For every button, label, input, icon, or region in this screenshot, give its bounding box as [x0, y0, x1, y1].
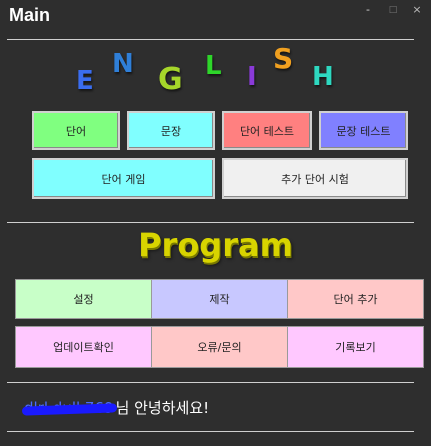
view-history-button-label: 기록보기 — [335, 341, 376, 354]
add-word-button-label: 단어 추가 — [333, 293, 378, 306]
divider-middle — [7, 222, 414, 223]
word-game-button-label: 단어 게임 — [101, 172, 146, 186]
program-title: Program — [138, 226, 293, 264]
sentence-button-label: 문장 — [160, 124, 182, 138]
divider-bottom — [7, 431, 414, 432]
word-test-button[interactable]: 단어 테스트 — [222, 111, 312, 150]
divider-top — [7, 39, 414, 40]
extra-word-test-button-label: 추가 단어 시험 — [281, 172, 349, 186]
settings-button-label: 설정 — [73, 293, 94, 306]
logo-letter-s: S — [273, 42, 294, 75]
window-title: Main — [9, 5, 51, 25]
word-button-label: 단어 — [65, 124, 87, 138]
view-history-button[interactable]: 기록보기 — [287, 326, 424, 368]
add-word-button[interactable]: 단어 추가 — [287, 279, 424, 319]
report-error-button[interactable]: 오류/문의 — [151, 326, 288, 368]
sentence-button[interactable]: 문장 — [127, 111, 215, 150]
word-button[interactable]: 단어 — [32, 111, 120, 150]
greeting-message: 님 안녕하세요! — [115, 399, 210, 417]
divider-lower — [7, 382, 414, 383]
logo-letter-i: I — [247, 62, 257, 92]
logo-letter-e: E — [76, 66, 94, 96]
sentence-test-button[interactable]: 문장 테스트 — [319, 111, 408, 150]
word-test-button-label: 단어 테스트 — [239, 124, 295, 138]
logo-letter-h: H — [312, 62, 334, 92]
credits-button-label: 제작 — [209, 293, 230, 306]
extra-word-test-button[interactable]: 추가 단어 시험 — [222, 158, 408, 199]
settings-button[interactable]: 설정 — [15, 279, 152, 319]
close-button[interactable]: × — [412, 3, 422, 16]
check-update-button-label: 업데이트확인 — [53, 341, 114, 354]
logo-letter-g: G — [158, 62, 183, 97]
credits-button[interactable]: 제작 — [151, 279, 288, 319]
title-bar: Main - □ × — [0, 0, 431, 34]
report-error-button-label: 오류/문의 — [197, 341, 242, 354]
logo-letter-n: N — [112, 49, 134, 79]
minimize-button[interactable]: - — [366, 3, 370, 16]
greeting-text: dlrl.dull.769 님 안녕하세요! — [21, 397, 210, 418]
maximize-button[interactable]: □ — [388, 5, 398, 15]
logo-letter-l: L — [205, 51, 222, 81]
word-game-button[interactable]: 단어 게임 — [32, 158, 215, 199]
sentence-test-button-label: 문장 테스트 — [336, 124, 391, 138]
check-update-button[interactable]: 업데이트확인 — [15, 326, 152, 368]
username: dlrl.dull.769 — [21, 399, 117, 417]
